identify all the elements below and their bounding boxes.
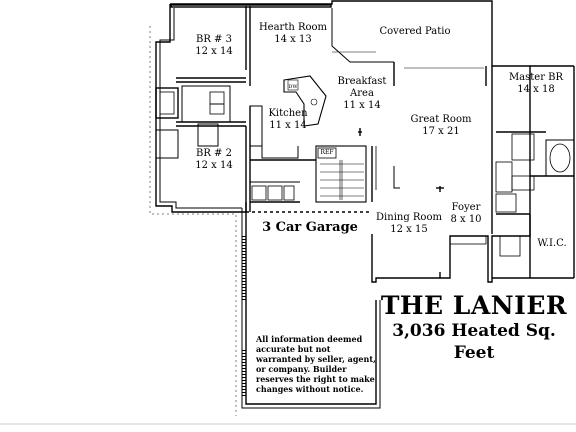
room-name: Dining Room [376, 212, 442, 223]
room-size: 12 x 14 [195, 160, 233, 171]
plan-subtitle: 3,036 Heated Sq. Feet [392, 321, 556, 363]
room-foyer: Foyer 8 x 10 [446, 202, 486, 226]
room-patio: Covered Patio [370, 26, 460, 38]
room-size: 17 x 21 [422, 126, 460, 137]
title-block: THE LANIER 3,036 Heated Sq. Feet [376, 292, 572, 364]
room-name: Master BR [508, 72, 564, 83]
room-name: Covered Patio [379, 26, 451, 37]
room-size: 14 x 18 [517, 84, 555, 95]
room-wic: W.I.C. [534, 238, 570, 250]
room-name: BR # 3 [196, 34, 232, 45]
refrigerator-label: REF [320, 149, 334, 156]
room-name: Foyer [451, 202, 481, 213]
room-name: BR # 2 [196, 148, 232, 159]
room-name: W.I.C. [537, 238, 567, 249]
room-name: Breakfast [337, 76, 387, 87]
dishwasher-label: DW [288, 84, 298, 90]
plan-title: THE LANIER [380, 291, 568, 320]
room-size: 12 x 14 [195, 46, 233, 57]
room-name-2: Area [350, 88, 374, 99]
room-name: Hearth Room [258, 22, 328, 33]
room-breakfast: Breakfast Area 11 x 14 [334, 76, 390, 112]
room-br2: BR # 2 12 x 14 [188, 148, 240, 172]
room-size: 12 x 15 [390, 224, 428, 235]
room-hearth: Hearth Room 14 x 13 [256, 22, 330, 46]
room-size: 8 x 10 [450, 214, 482, 225]
room-kitchen: Kitchen 11 x 14 [260, 108, 316, 132]
room-name: 3 Car Garage [262, 220, 358, 235]
room-size: 11 x 14 [343, 100, 381, 111]
room-dining: Dining Room 12 x 15 [374, 212, 444, 236]
room-master: Master BR 14 x 18 [504, 72, 568, 96]
disclaimer-text: All information deemed accurate but not … [256, 334, 376, 394]
room-size: 14 x 13 [274, 34, 312, 45]
room-name: Kitchen [268, 108, 308, 119]
room-great: Great Room 17 x 21 [406, 114, 476, 138]
room-name: Great Room [410, 114, 472, 125]
room-br3: BR # 3 12 x 14 [188, 34, 240, 58]
room-garage: 3 Car Garage [256, 220, 364, 235]
room-size: 11 x 14 [269, 120, 307, 131]
